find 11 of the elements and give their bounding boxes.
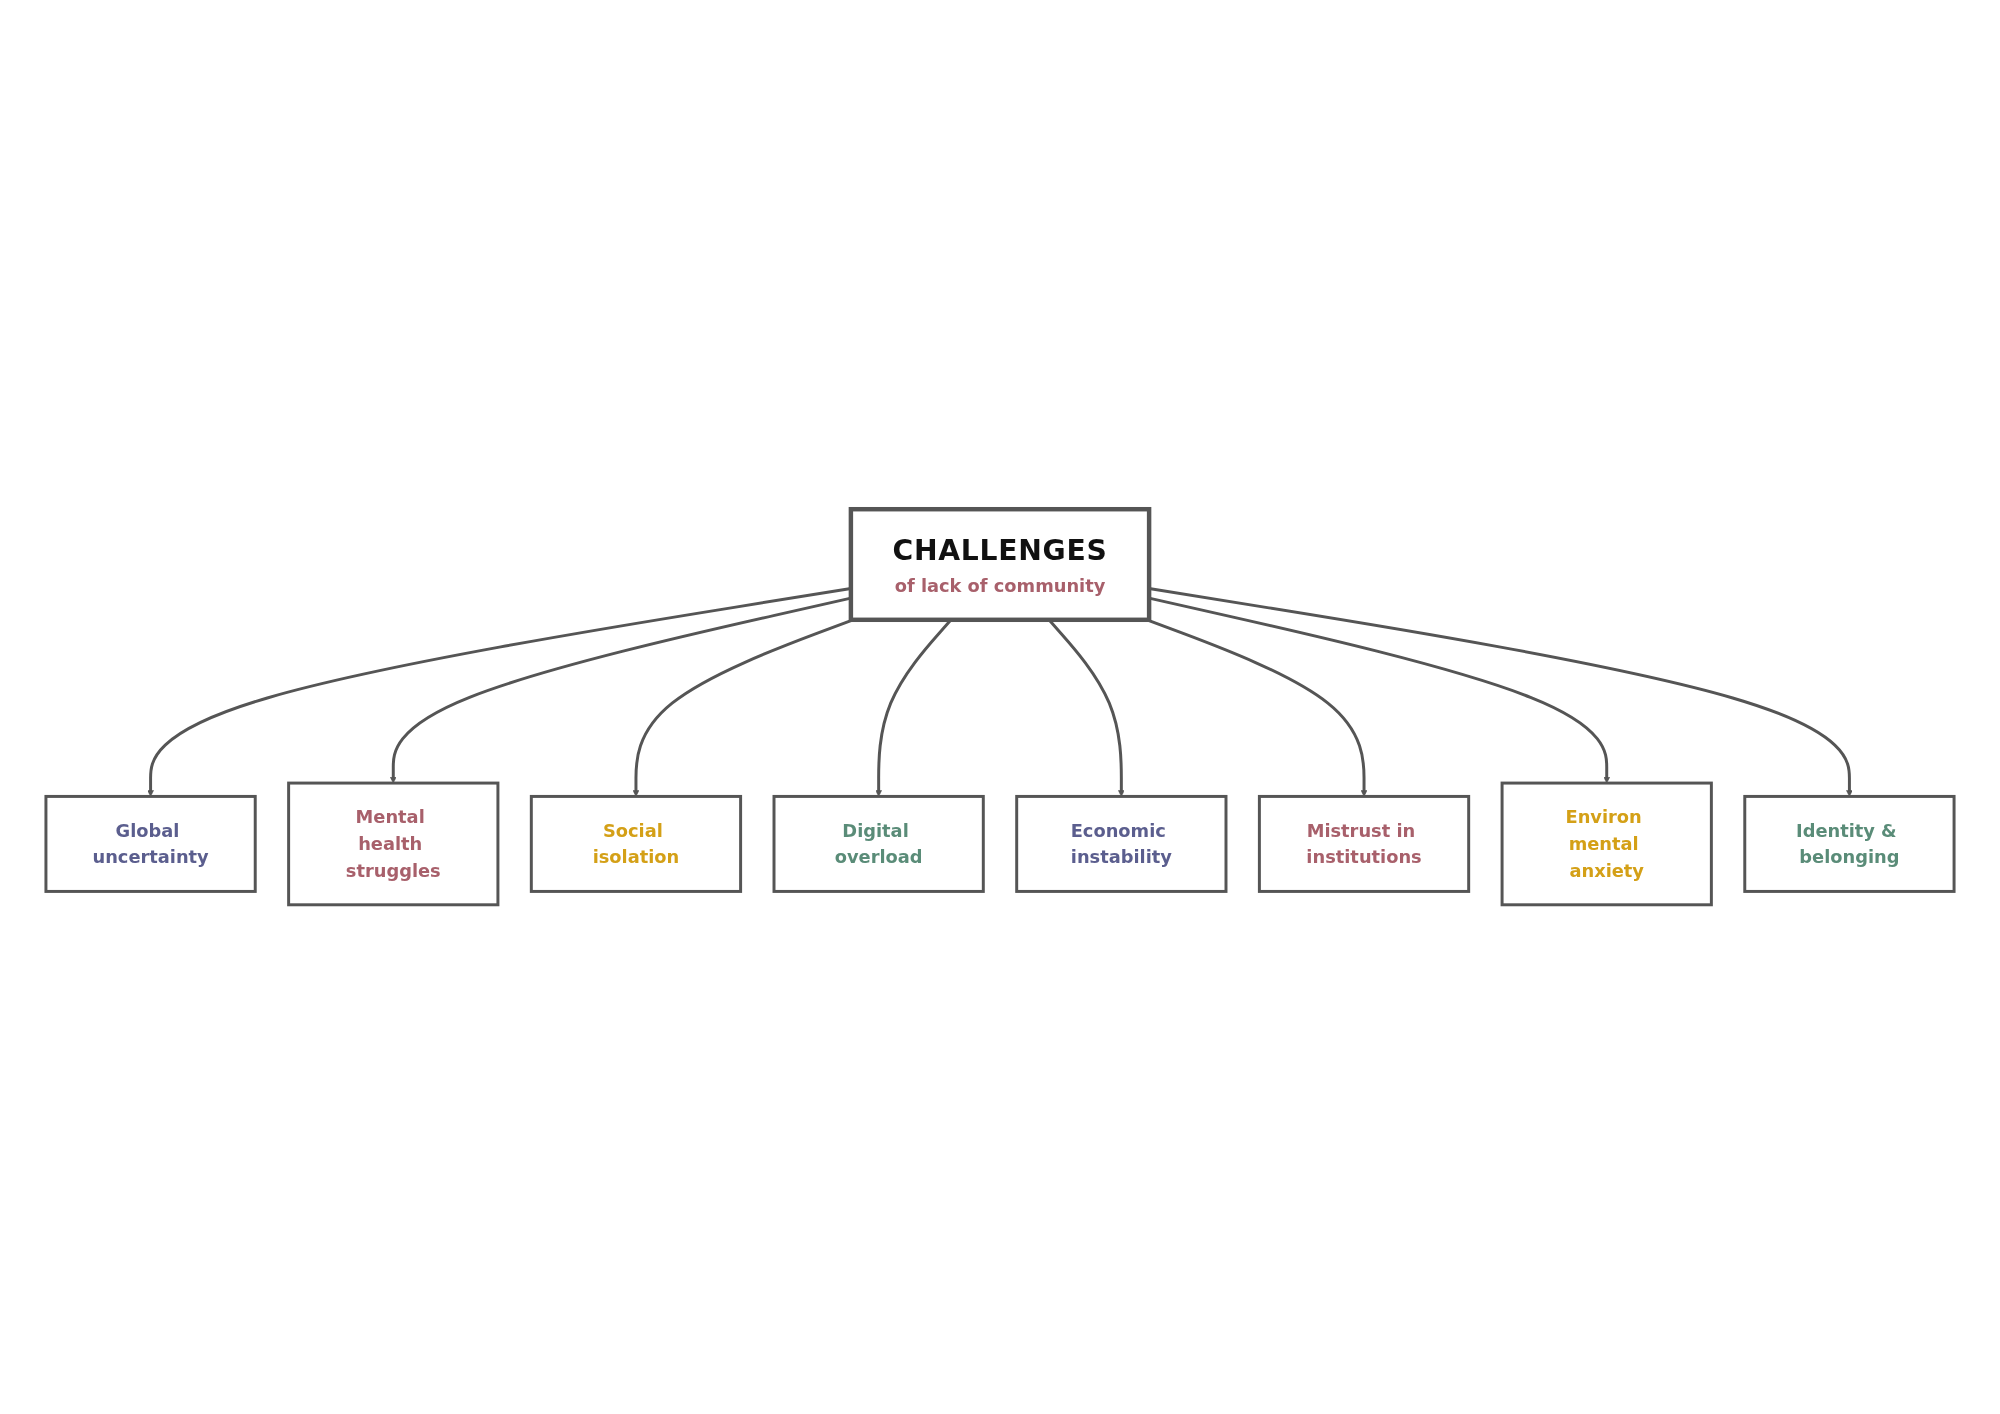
node-box: Global uncertainty	[44, 794, 257, 893]
node-box: Digital overload	[772, 794, 985, 893]
node-box: Social isolation	[529, 794, 743, 893]
arrow	[1148, 587, 1853, 797]
node-box: Economic instability	[1015, 794, 1228, 893]
node-box: Environ mental anxiety	[1500, 781, 1713, 907]
node-box: Mistrust in institutions	[1257, 794, 1471, 893]
node-box: Identity & belonging	[1743, 794, 1956, 893]
node-box: CHALLENGES of lack of community	[848, 507, 1152, 622]
node-box: Mental health struggles	[287, 781, 500, 907]
arrow	[147, 587, 852, 797]
